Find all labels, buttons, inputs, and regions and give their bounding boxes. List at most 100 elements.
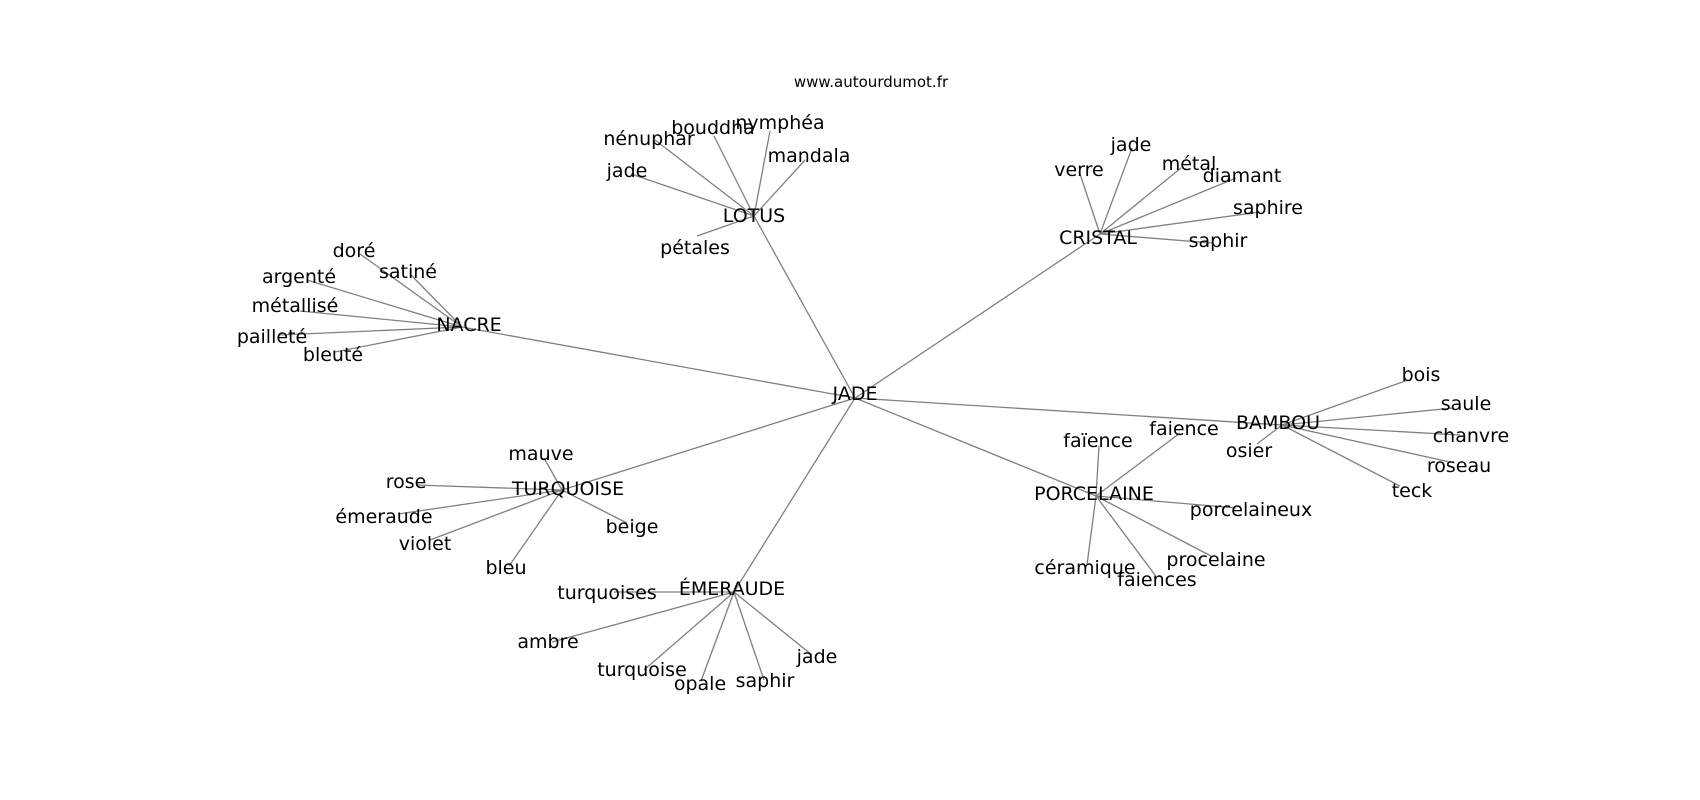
word-node-label: émeraude bbox=[335, 506, 432, 528]
word-node-label: turquoise bbox=[597, 659, 687, 681]
word-node-label: verre bbox=[1054, 159, 1104, 181]
edge-cristal-word bbox=[1099, 147, 1133, 235]
edge-lotus-word bbox=[753, 130, 771, 217]
word-node-label: jade bbox=[1110, 134, 1152, 156]
word-node-label: mauve bbox=[508, 443, 573, 465]
edge-turquoise-word bbox=[415, 484, 563, 491]
edge-center-cristal bbox=[854, 233, 1101, 399]
word-node-label: chanvre bbox=[1433, 425, 1510, 447]
word-node-label: faience bbox=[1149, 418, 1218, 440]
hub-node-label-nacre: NACRE bbox=[436, 314, 501, 336]
hub-node-label-turquoise: TURQUOISE bbox=[511, 478, 624, 500]
word-node-label: osier bbox=[1226, 440, 1272, 462]
word-node-label: nénuphar bbox=[603, 128, 695, 150]
hub-node-label-porcelaine: PORCELAINE bbox=[1034, 483, 1154, 505]
word-node-label: saphir bbox=[1189, 230, 1248, 252]
word-node-label: saphir bbox=[736, 670, 795, 692]
edge-cristal-word bbox=[1099, 211, 1261, 235]
edge-nacre-word bbox=[299, 310, 463, 328]
word-node-label: diamant bbox=[1203, 165, 1282, 187]
word-node-label: métal bbox=[1162, 153, 1217, 175]
edge-center-porcelaine bbox=[854, 397, 1097, 497]
edge-emeraude-word bbox=[733, 591, 765, 681]
edge-porcelaine-word bbox=[1095, 495, 1212, 557]
word-node-label: procelaine bbox=[1166, 549, 1265, 571]
hub-node-label-emeraude: ÉMERAUDE bbox=[679, 577, 785, 600]
source-label: www.autourdumot.fr bbox=[794, 73, 949, 91]
word-node-label: bouddha bbox=[671, 117, 755, 139]
edge-nacre-word bbox=[334, 326, 463, 353]
edge-center-turquoise bbox=[561, 397, 856, 491]
word-node-label: céramique bbox=[1034, 557, 1135, 579]
edge-nacre-word bbox=[409, 273, 463, 328]
edge-lotus-word bbox=[630, 173, 755, 217]
edge-bambou-word bbox=[1256, 424, 1283, 445]
word-node-label: bleu bbox=[485, 557, 526, 579]
word-node-label: bleuté bbox=[303, 344, 363, 366]
word-node-label: bois bbox=[1402, 364, 1441, 386]
word-node-label: pétales bbox=[660, 237, 730, 259]
edge-turquoise-word bbox=[543, 457, 563, 491]
edge-bambou-word bbox=[1281, 379, 1409, 426]
edge-emeraude-word bbox=[643, 591, 735, 671]
edge-porcelaine-word bbox=[1095, 432, 1181, 497]
edge-center-emeraude bbox=[733, 397, 856, 593]
edge-emeraude-word bbox=[733, 591, 813, 656]
word-node-label: teck bbox=[1392, 480, 1433, 502]
edge-cristal-word bbox=[1079, 173, 1101, 235]
edge-bambou-word bbox=[1281, 424, 1461, 436]
word-node-label: doré bbox=[333, 240, 376, 262]
hub-node-label-lotus: LOTUS bbox=[723, 205, 785, 227]
graph-labels: www.autourdumot.fr JADE nénupharbouddhany… bbox=[237, 73, 1509, 695]
edge-nacre-word bbox=[359, 253, 463, 328]
edge-center-bambou bbox=[854, 397, 1283, 426]
edge-porcelaine-word bbox=[1095, 445, 1100, 497]
edge-cristal-word bbox=[1099, 233, 1213, 244]
edge-porcelaine-word bbox=[1086, 495, 1097, 566]
word-node-label: saule bbox=[1441, 393, 1492, 415]
hub-node-label-bambou: BAMBOU bbox=[1236, 412, 1320, 434]
word-node-label: rose bbox=[386, 471, 427, 493]
edge-turquoise-word bbox=[429, 489, 563, 541]
word-node-label: opale bbox=[674, 673, 726, 695]
edge-bambou-word bbox=[1281, 424, 1401, 487]
word-node-label: saphire bbox=[1233, 197, 1303, 219]
word-node-label: métallisé bbox=[252, 295, 339, 317]
edge-lotus-word bbox=[654, 139, 755, 217]
word-node-label: violet bbox=[399, 533, 452, 555]
edge-emeraude-word bbox=[700, 591, 735, 682]
edge-emeraude-word bbox=[551, 591, 735, 643]
edge-porcelaine-word bbox=[1095, 495, 1237, 509]
edge-nacre-word bbox=[278, 326, 463, 336]
edge-center-lotus bbox=[753, 215, 856, 399]
edge-cristal-word bbox=[1099, 167, 1182, 235]
edge-turquoise-word bbox=[561, 489, 628, 524]
edge-center-nacre bbox=[461, 326, 856, 399]
edge-cristal-word bbox=[1099, 177, 1237, 235]
edge-porcelaine-word bbox=[1095, 495, 1156, 576]
edge-nacre-word bbox=[306, 279, 463, 328]
word-node-label: satiné bbox=[379, 261, 437, 283]
edge-lotus-word bbox=[696, 215, 755, 237]
center-node-label: JADE bbox=[832, 383, 878, 405]
edge-bambou-word bbox=[1281, 407, 1454, 426]
edge-lotus-word bbox=[713, 135, 755, 217]
edge-turquoise-word bbox=[508, 489, 563, 567]
edge-turquoise-word bbox=[397, 489, 563, 515]
word-node-label: nymphéa bbox=[735, 112, 824, 134]
word-node-label: beige bbox=[606, 516, 659, 538]
word-node-label: faïence bbox=[1063, 430, 1132, 452]
word-node-label: turquoises bbox=[557, 582, 656, 604]
word-node-label: ambre bbox=[517, 631, 578, 653]
word-node-label: roseau bbox=[1427, 455, 1491, 477]
word-node-label: faiences bbox=[1117, 569, 1196, 591]
graph-edges bbox=[278, 130, 1461, 682]
word-node-label: argenté bbox=[262, 266, 336, 288]
hub-node-label-cristal: CRISTAL bbox=[1059, 227, 1137, 249]
word-node-label: pailleté bbox=[237, 326, 307, 348]
edge-lotus-word bbox=[753, 159, 806, 217]
word-node-label: jade bbox=[796, 646, 838, 668]
word-node-label: mandala bbox=[768, 145, 851, 167]
word-node-label: jade bbox=[606, 160, 648, 182]
